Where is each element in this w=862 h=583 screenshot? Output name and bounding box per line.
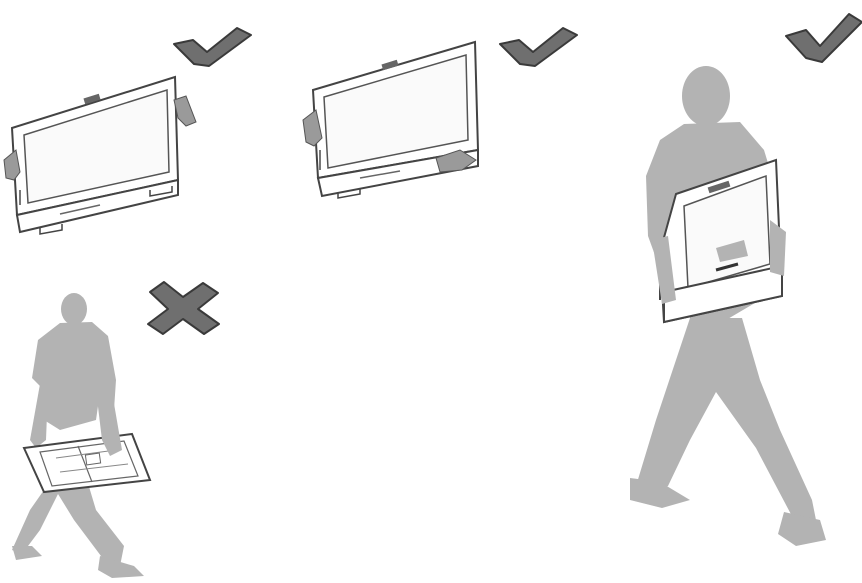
- right-hand: [174, 96, 196, 126]
- cross-icon: [148, 282, 219, 334]
- panel-carry-flat-incorrect: [12, 282, 219, 578]
- panel-lift-with-both-hands: [4, 28, 251, 234]
- person-arm: [770, 220, 786, 276]
- checkmark-icon: [174, 28, 251, 66]
- all-in-one-computer: [12, 77, 178, 234]
- checkmark-icon: [500, 28, 577, 66]
- all-in-one-computer: [313, 42, 478, 198]
- panel-carry-upright-correct: [630, 14, 862, 546]
- panel-tilt-by-side-and-base: [303, 28, 577, 198]
- checkmark-icon: [786, 14, 862, 62]
- all-in-one-computer: [24, 434, 150, 492]
